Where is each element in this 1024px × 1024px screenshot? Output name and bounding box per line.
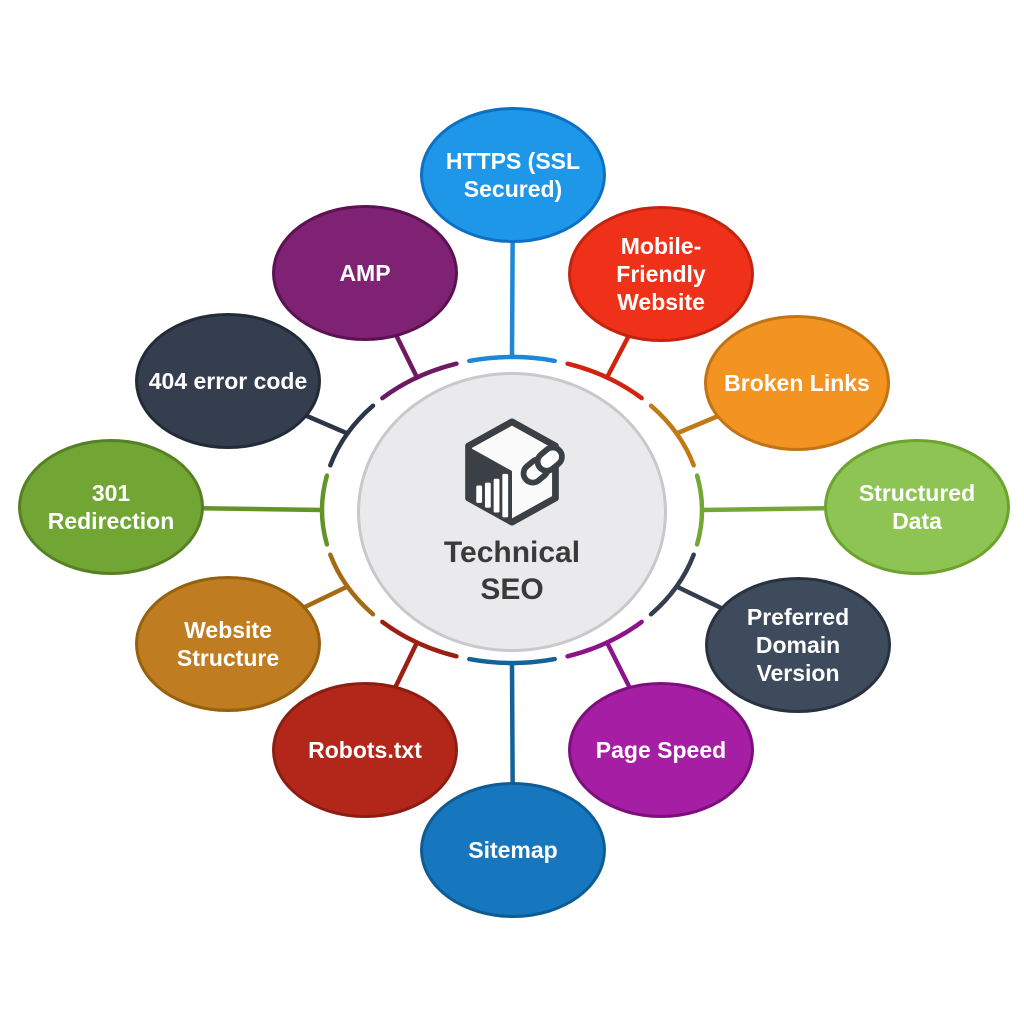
node-label: HTTPS (SSL Secured) bbox=[445, 147, 581, 202]
node-label: Robots.txt bbox=[308, 736, 422, 763]
node-404-error-code: 404 error code bbox=[135, 313, 321, 449]
node-preferred-domain-version: Preferred Domain Version bbox=[705, 577, 891, 713]
ring-arc-mobile-friendly-website bbox=[565, 361, 644, 401]
node-301-redirection: 301 Redirection bbox=[18, 439, 204, 575]
ring-arc-301-redirection bbox=[319, 473, 330, 547]
ring-arc-404-error-code bbox=[328, 403, 376, 468]
node-robots-txt: Robots.txt bbox=[272, 682, 458, 818]
node-label: Website Structure bbox=[176, 616, 280, 671]
seo-cube-link-icon bbox=[465, 417, 565, 526]
node-label: Page Speed bbox=[595, 736, 727, 763]
node-amp: AMP bbox=[272, 205, 458, 341]
node-label: Broken Links bbox=[724, 369, 870, 396]
node-label: Sitemap bbox=[468, 836, 558, 863]
center-title: Technical SEO bbox=[443, 535, 581, 607]
node-label: Preferred Domain Version bbox=[746, 603, 850, 687]
node-mobile-friendly-website: Mobile-Friendly Website bbox=[568, 206, 754, 342]
ring-arc-sitemap bbox=[467, 656, 557, 666]
center-hub: Technical SEO bbox=[357, 372, 667, 652]
node-label: Mobile-Friendly Website bbox=[616, 232, 706, 316]
node-label: AMP bbox=[339, 259, 391, 286]
ring-arc-page-speed bbox=[565, 619, 644, 659]
ring-arc-https-ssl-secured bbox=[467, 354, 557, 364]
node-structured-data: Structured Data bbox=[824, 439, 1010, 575]
ring-arc-amp bbox=[380, 361, 459, 401]
ring-arc-robots-txt bbox=[380, 619, 459, 659]
ring-arc-website-structure bbox=[328, 552, 376, 617]
node-label: Structured Data bbox=[858, 479, 976, 534]
node-page-speed: Page Speed bbox=[568, 682, 754, 818]
node-broken-links: Broken Links bbox=[704, 315, 890, 451]
node-label: 301 Redirection bbox=[47, 479, 175, 534]
node-sitemap: Sitemap bbox=[420, 782, 606, 918]
ring-arc-structured-data bbox=[694, 473, 705, 547]
ring-arc-preferred-domain-version bbox=[648, 552, 696, 617]
node-label: 404 error code bbox=[148, 367, 308, 394]
ring-arc-broken-links bbox=[648, 403, 696, 468]
node-website-structure: Website Structure bbox=[135, 576, 321, 712]
node-https-ssl-secured: HTTPS (SSL Secured) bbox=[420, 107, 606, 243]
